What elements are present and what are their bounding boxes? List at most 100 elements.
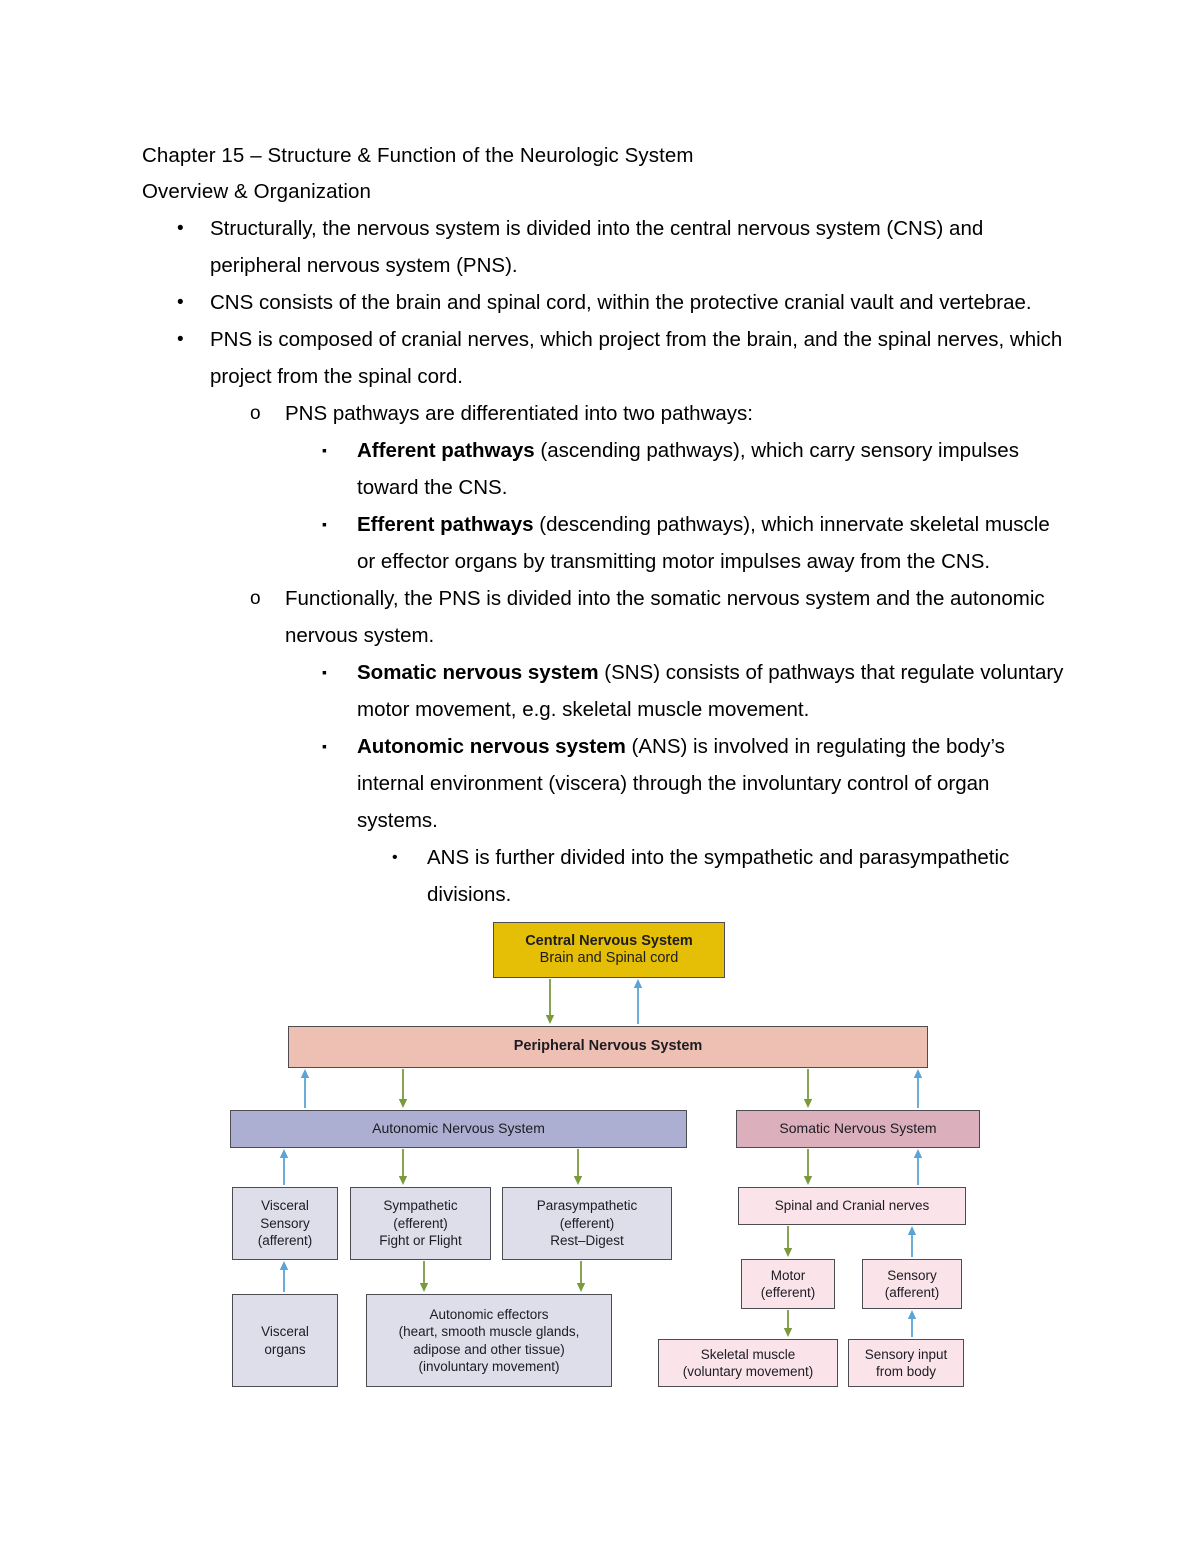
node-line: Autonomic Nervous System	[372, 1120, 545, 1137]
flowchart-arrow-spinal-cranial-nerves-to-motor	[783, 1226, 793, 1257]
bullet-marker: •	[177, 218, 184, 239]
flowchart-arrow-sympathetic-to-autonomic-effectors	[419, 1261, 429, 1292]
bullet-marker: ▪	[322, 664, 327, 680]
bullet-marker: ▪	[322, 516, 327, 532]
outline-bullet-list: • Structurally, the nervous system is div…	[142, 210, 1072, 913]
node-line: (involuntary movement)	[418, 1359, 560, 1374]
bullet-marker: o	[250, 588, 261, 609]
flowchart-node-sns: Somatic Nervous System	[736, 1110, 980, 1148]
node-line: Central Nervous System	[525, 932, 693, 949]
bullet-text: Efferent pathways (descending pathways),…	[357, 506, 1072, 580]
node-line: Parasympathetic	[536, 1198, 638, 1214]
node-line: Skeletal muscle	[700, 1346, 796, 1362]
bullet-item: ▪ Somatic nervous system (SNS) consists o…	[142, 654, 1072, 728]
node-line: (heart, smooth muscle glands,	[398, 1324, 580, 1339]
flowchart-node-skeletal-muscle: Skeletal muscle(voluntary movement)	[658, 1339, 838, 1387]
node-line: Visceral	[261, 1198, 309, 1214]
bullet-body: PNS is composed of cranial nerves, which…	[210, 328, 1063, 388]
flowchart-arrow-ans-to-pns	[300, 1069, 310, 1108]
flowchart-arrow-ans-to-parasympathetic	[573, 1149, 583, 1185]
flowchart-node-ans: Autonomic Nervous System	[230, 1110, 687, 1148]
node-line: (afferent)	[884, 1285, 940, 1300]
bullet-body: (SNS) consists of pathways that regulate…	[357, 661, 1064, 721]
bullet-marker: o	[250, 403, 261, 424]
bullet-item: o PNS pathways are differentiated into tw…	[142, 395, 1072, 432]
bullet-text: ANS is further divided into the sympathe…	[427, 839, 1072, 913]
bullet-body: Structurally, the nervous system is divi…	[210, 217, 984, 277]
bullet-term: Autonomic nervous system	[357, 735, 626, 758]
bullet-marker: •	[177, 329, 184, 350]
flowchart-arrow-parasympathetic-to-autonomic-effectors	[576, 1261, 586, 1292]
node-line: Visceral	[261, 1324, 309, 1339]
node-line: Brain and Spinal cord	[539, 950, 679, 966]
bullet-text: Afferent pathways (ascending pathways), …	[357, 432, 1072, 506]
flowchart-node-pns: Peripheral Nervous System	[288, 1026, 928, 1068]
bullet-term: Somatic nervous system	[357, 661, 599, 684]
flowchart-arrow-sns-to-spinal-cranial-nerves	[803, 1149, 813, 1185]
bullet-item: ▪ Efferent pathways (descending pathways)…	[142, 506, 1072, 580]
node-line: (efferent)	[559, 1215, 615, 1231]
section-heading: Overview & Organization	[142, 180, 372, 203]
bullet-body: ANS is further divided into the sympathe…	[427, 846, 1010, 906]
flowchart-arrow-motor-to-skeletal-muscle	[783, 1310, 793, 1337]
bullet-item: • Structurally, the nervous system is div…	[142, 210, 1072, 284]
bullet-text: PNS pathways are differentiated into two…	[285, 395, 1072, 432]
bullet-body: (ANS) is involved in regulating the body…	[357, 735, 1005, 832]
node-line: (afferent)	[257, 1233, 313, 1249]
bullet-term: Afferent pathways	[357, 439, 535, 462]
bullet-body: (ascending pathways), which carry sensor…	[357, 439, 1019, 499]
bullet-text: Structurally, the nervous system is divi…	[210, 210, 1072, 284]
node-line: Somatic Nervous System	[779, 1120, 937, 1137]
bullet-body: PNS pathways are differentiated into two…	[285, 402, 753, 425]
flowchart-arrow-pns-to-cns	[633, 979, 643, 1024]
bullet-text: Functionally, the PNS is divided into th…	[285, 580, 1072, 654]
bullet-marker: •	[177, 292, 184, 313]
node-line: Sympathetic	[383, 1198, 458, 1214]
flowchart-node-sympathetic: Sympathetic(efferent) Fight or Flight	[350, 1187, 491, 1260]
bullet-item: • CNS consists of the brain and spinal co…	[142, 284, 1072, 321]
node-line: Spinal and Cranial nerves	[774, 1198, 930, 1214]
node-line: adipose and other tissue)	[413, 1341, 565, 1357]
node-line: from body	[875, 1364, 937, 1379]
node-line: Rest–Digest	[550, 1233, 624, 1249]
bullet-text: PNS is composed of cranial nerves, which…	[210, 321, 1072, 395]
flowchart-arrow-spinal-cranial-nerves-to-sns	[913, 1149, 923, 1185]
flowchart-node-sensory: Sensory (afferent)	[862, 1259, 962, 1309]
bullet-body: CNS consists of the brain and spinal cor…	[210, 291, 1032, 314]
bullet-marker: ▪	[322, 442, 327, 458]
flowchart-arrow-layer	[279, 979, 923, 1337]
page-title: Chapter 15 – Structure & Function of the…	[142, 144, 694, 167]
flowchart-arrow-sns-to-pns	[913, 1069, 923, 1108]
bullet-item: • ANS is further divided into the sympath…	[142, 839, 1072, 913]
flowchart-arrow-ans-to-sympathetic	[398, 1149, 408, 1185]
node-line: Autonomic effectors	[429, 1306, 549, 1322]
bullet-text: Autonomic nervous system (ANS) is involv…	[357, 728, 1072, 839]
bullet-marker: •	[392, 849, 398, 866]
flowchart-node-autonomic-effectors: Autonomic effectors (heart, smooth muscle…	[366, 1294, 612, 1387]
node-line: Fight or Flight	[379, 1233, 462, 1249]
bullet-item: ▪ Afferent pathways (ascending pathways),…	[142, 432, 1072, 506]
flowchart-arrow-sensory-input-to-sensory	[907, 1310, 917, 1337]
flowchart-arrow-visceral-organs-to-visceral-sensory	[279, 1261, 289, 1292]
flowchart-arrow-pns-to-sns	[803, 1069, 813, 1108]
node-line: Motor	[770, 1267, 806, 1283]
flowchart-arrow-pns-to-ans	[398, 1069, 408, 1108]
bullet-item: ▪ Autonomic nervous system (ANS) is invol…	[142, 728, 1072, 839]
flowchart-arrow-visceral-sensory-to-ans	[279, 1149, 289, 1185]
node-line: (efferent)	[393, 1215, 448, 1231]
node-line: Sensory	[887, 1267, 937, 1283]
bullet-marker: ▪	[322, 738, 327, 754]
flowchart-node-parasympathetic: Parasympathetic(efferent) Rest–Digest	[502, 1187, 672, 1260]
flowchart-node-motor: Motor (efferent)	[741, 1259, 835, 1309]
bullet-body: Functionally, the PNS is divided into th…	[285, 587, 1045, 647]
bullet-text: Somatic nervous system (SNS) consists of…	[357, 654, 1072, 728]
bullet-text: CNS consists of the brain and spinal cor…	[210, 284, 1072, 321]
node-line: (efferent)	[760, 1285, 816, 1300]
bullet-term: Efferent pathways	[357, 513, 534, 536]
flowchart-node-spinal-cranial-nerves: Spinal and Cranial nerves	[738, 1187, 966, 1225]
node-line: Sensory	[260, 1215, 310, 1231]
